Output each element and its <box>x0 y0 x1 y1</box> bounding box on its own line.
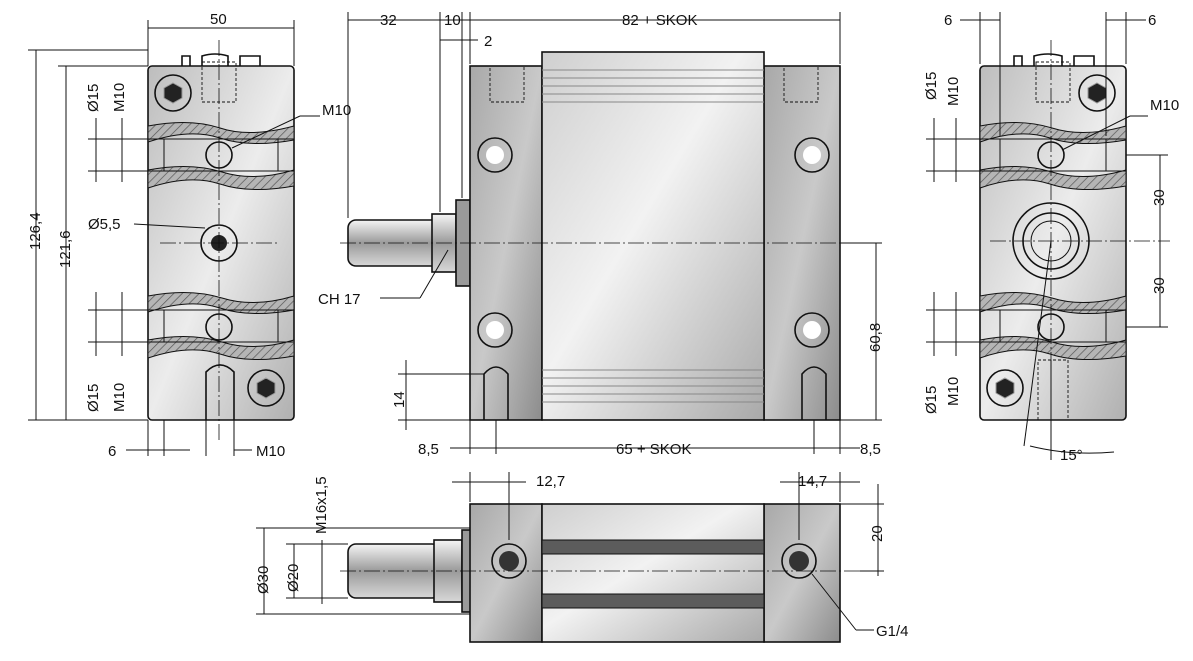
dim-front-center-height: 60,8 <box>867 323 884 352</box>
socket-screw-icon <box>1078 74 1116 112</box>
dim-right-bottom-diam: Ø15 <box>923 386 940 414</box>
dim-left-bottom-thread2: M10 <box>256 443 285 460</box>
dim-bottom-port-right: 14,7 <box>798 473 827 490</box>
dim-front-rod-length: 32 <box>380 12 397 29</box>
front-mount-hole <box>794 137 830 173</box>
front-mount-hole <box>477 137 513 173</box>
dim-right-lower-30: 30 <box>1151 277 1168 294</box>
dim-right-angle: 15° <box>1060 447 1083 464</box>
dim-left-center-diam: Ø5,5 <box>88 216 121 233</box>
dim-left-bottom-diam: Ø15 <box>85 384 102 412</box>
dim-front-flange: 10 <box>444 12 461 29</box>
bottom-end-cap-right <box>763 503 841 643</box>
dim-right-upper-30: 30 <box>1151 189 1168 206</box>
dim-bottom-port-left: 12,7 <box>536 473 565 490</box>
right-end-view <box>979 40 1170 440</box>
front-view <box>340 51 880 421</box>
socket-screw-icon <box>986 369 1024 407</box>
dim-bottom-diam-30: Ø30 <box>255 566 272 594</box>
callout-right-thread: M10 <box>1150 97 1179 114</box>
bottom-port-left <box>491 543 527 579</box>
dim-front-hole-span: 65 + SKOK <box>616 441 691 458</box>
left-end-view <box>147 40 295 440</box>
bottom-barrel <box>541 503 765 643</box>
dim-left-height-inner: 121,6 <box>57 230 74 268</box>
bottom-view-dimensions: 12,7 14,7 20 G1/4 Ø30 Ø20 M16x1,5 <box>255 472 909 640</box>
dim-right-offset-left: 6 <box>944 12 952 29</box>
left-view-dimensions: 50 126,4 121,6 Ø15 M10 M10 Ø5,5 Ø15 M10 … <box>27 11 351 460</box>
front-mount-hole <box>477 312 513 348</box>
dim-left-bottom-offset: 6 <box>108 443 116 460</box>
front-end-cap-left <box>469 65 543 421</box>
front-barrel <box>541 51 765 421</box>
callout-bottom-port: G1/4 <box>876 623 909 640</box>
front-mount-hole <box>794 312 830 348</box>
dim-right-offset-right: 6 <box>1148 12 1156 29</box>
dim-front-slot-depth: 14 <box>391 391 408 408</box>
right-end-body <box>979 65 1127 421</box>
socket-screw-icon <box>154 74 192 112</box>
dim-front-wrench: CH 17 <box>318 291 361 308</box>
callout-left-thread: M10 <box>322 102 351 119</box>
front-bottom-slot <box>801 366 827 420</box>
dim-bottom-height-20: 20 <box>869 525 886 542</box>
dim-bottom-thread: M16x1,5 <box>313 476 330 534</box>
dim-left-top-thread: M10 <box>111 83 128 112</box>
front-view-dimensions: 32 10 82 + SKOK 2 CH 17 14 60,8 8,5 65 +… <box>318 12 884 458</box>
front-bottom-slot <box>483 366 509 420</box>
dim-front-edge-left: 8,5 <box>418 441 439 458</box>
right-view-dimensions: 6 6 Ø15 M10 M10 30 30 Ø15 M10 15° <box>923 12 1179 464</box>
dim-right-top-diam: Ø15 <box>923 72 940 100</box>
dim-left-width: 50 <box>210 11 227 28</box>
bottom-view <box>340 503 860 643</box>
dim-front-edge-right: 8,5 <box>860 441 881 458</box>
left-bottom-slot <box>205 364 235 420</box>
dim-right-top-thread: M10 <box>945 77 962 106</box>
dim-left-bottom-thread: M10 <box>111 383 128 412</box>
left-top-notch <box>181 53 261 66</box>
dim-front-step: 2 <box>484 33 492 50</box>
bottom-port-right <box>781 543 817 579</box>
dim-left-height-outer: 126,4 <box>27 212 44 250</box>
bottom-end-cap-left <box>469 503 543 643</box>
socket-screw-icon <box>247 369 285 407</box>
dim-right-bottom-thread: M10 <box>945 377 962 406</box>
left-cut-band <box>147 165 295 191</box>
dim-left-top-diam: Ø15 <box>85 84 102 112</box>
dim-front-length: 82 + SKOK <box>622 12 697 29</box>
dim-bottom-diam-20: Ø20 <box>285 564 302 592</box>
